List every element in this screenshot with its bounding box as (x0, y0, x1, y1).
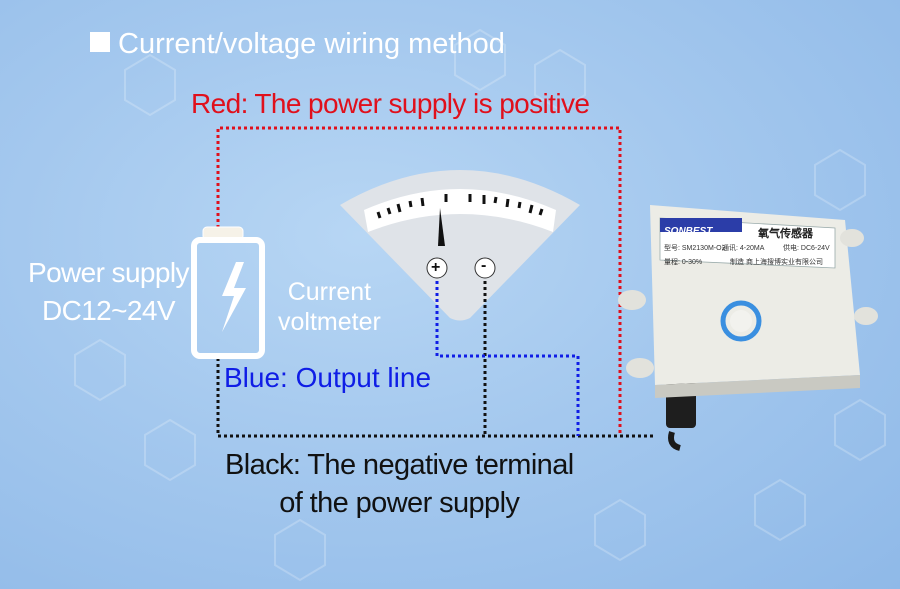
sensor-range-text: 量程: 0-30% (664, 259, 703, 266)
meter-label-line2: voltmeter (278, 308, 381, 336)
sensor-maker-text: 制造 商上海搜博实业有限公司 (730, 259, 823, 266)
red-wire (216, 126, 622, 433)
red-wire-label: Red: The power supply is positive (191, 88, 590, 119)
sensor-brand-text: SONBEST (664, 226, 713, 237)
battery-icon (191, 226, 265, 359)
sensor-model-text: 型号: SM2130M-O2 (664, 245, 726, 252)
power-supply-label-line1: Power supply (28, 257, 189, 288)
page-title: Current/voltage wiring method (90, 28, 505, 61)
oxygen-sensor (618, 205, 878, 451)
plus-terminal-label: + (431, 259, 441, 276)
page-title-text: Current/voltage wiring method (118, 28, 505, 60)
black-wire-label-line2: of the power supply (279, 487, 520, 519)
sensor-supply-text: 供电: DC6-24V (783, 245, 830, 252)
blue-wire (435, 275, 580, 436)
meter-terminals (426, 257, 496, 279)
sensor-name-text: 氧气传感器 (758, 228, 813, 240)
black-wire-label-line1: Black: The negative terminal (225, 449, 574, 481)
power-supply-label-line2: DC12~24V (41, 295, 176, 326)
blue-wire-label: Blue: Output line (224, 362, 432, 393)
meter-label-line1: Current (287, 278, 372, 306)
sensor-output-text: 通讯: 4-20MA (722, 245, 765, 252)
black-wire-label: Black: The negative terminal of the powe… (225, 446, 574, 522)
power-supply-label: Power supply DC12~24V (28, 254, 189, 330)
meter-label: Current voltmeter (278, 277, 381, 337)
minus-terminal-label: - (481, 257, 487, 274)
hexagon-pattern (74, 28, 886, 582)
meter-dial (340, 170, 580, 321)
square-bullet-icon (90, 32, 110, 52)
